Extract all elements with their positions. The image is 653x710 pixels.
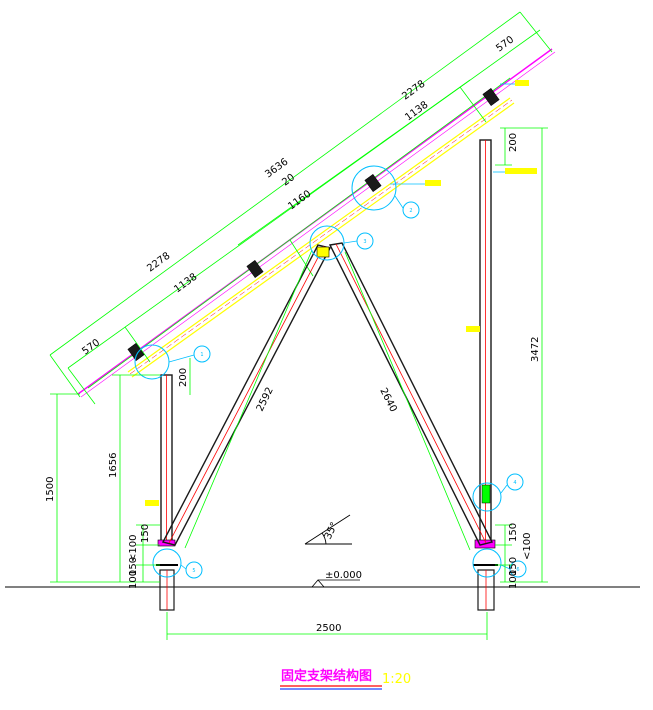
callout-numbers: 1 2 3 4 5 6: [192, 208, 519, 574]
elevation-label: ±0.000: [325, 570, 362, 581]
dim-tilt-angle: 35°: [323, 521, 341, 542]
vertical-dimensions: [50, 127, 548, 583]
dim-rear-base-100: 100: [508, 570, 519, 589]
callout-6: 6: [516, 567, 519, 573]
callout-leaders: [168, 195, 511, 570]
spacing-dimension: [166, 612, 488, 640]
dim-post-spacing: 2500: [316, 623, 341, 634]
label-tags: [145, 80, 537, 506]
dim-gap: 20: [280, 172, 297, 188]
dim-front-post-height: 1656: [108, 453, 119, 478]
dim-lower-overhang: 570: [80, 337, 102, 357]
dimension-labels: 3636 2278 2278 1138 1138 570 570 20 1160…: [45, 34, 541, 634]
dim-lower-half: 1138: [172, 272, 199, 296]
dim-lower-span: 2278: [145, 251, 172, 275]
callout-circles: [134, 165, 527, 579]
brace-dimensions: [184, 249, 471, 551]
elevation-marker: [311, 579, 360, 588]
dim-front-height-total: 1500: [45, 477, 56, 502]
dim-front-base-100: 100: [128, 570, 139, 589]
dim-front-lt100: <100: [128, 535, 139, 562]
dim-front-top-block: 200: [178, 368, 189, 387]
dim-brace-right: 2640: [377, 386, 398, 414]
dim-rear-lt100: <100: [522, 533, 533, 560]
dim-rear-base-150: 150: [508, 557, 519, 576]
dim-rear-150: 150: [508, 523, 519, 542]
dim-rear-post-height: 3472: [530, 337, 541, 362]
dim-upper-overhang: 570: [494, 34, 516, 54]
tilt-angle-symbol: [304, 514, 352, 545]
dim-front-base-150: 150: [128, 557, 139, 576]
drawing-scale: 1:20: [382, 672, 411, 687]
dim-rear-top-block: 200: [508, 133, 519, 152]
dim-front-150: 150: [140, 524, 151, 543]
callout-4: 4: [513, 480, 516, 486]
callout-1: 1: [200, 352, 203, 358]
slope-dimensions: [49, 11, 553, 405]
diagonal-braces: [161, 242, 494, 546]
purlin-red-center: [129, 99, 513, 375]
callout-2: 2: [409, 208, 412, 214]
dim-brace-left: 2592: [255, 386, 276, 414]
callout-3: 3: [363, 239, 366, 245]
callout-5: 5: [192, 568, 195, 574]
purlin-yellow: [127, 97, 511, 373]
purlin-yellow-2: [131, 102, 515, 378]
dim-center-offset: 1160: [286, 189, 313, 213]
drawing-title: 固定支架结构图: [281, 668, 372, 684]
module-rail-pink-2: [80, 51, 556, 398]
module-clamps: [127, 88, 500, 361]
